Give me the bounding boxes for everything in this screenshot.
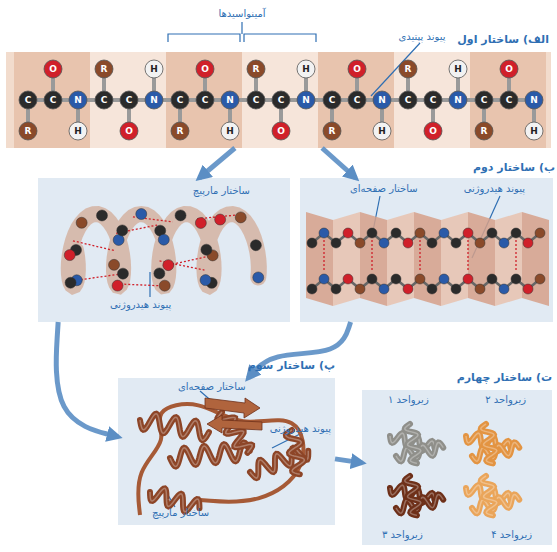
atom-symbol: H [525,122,543,140]
callout-label: پیوند هیدروژنی [464,182,525,195]
flow-arrow [335,459,362,463]
atom-symbol: C [475,91,493,109]
atom-symbol: C [500,91,518,109]
atom-symbol: N [297,91,315,109]
atom-symbol: R [323,122,341,140]
flow-arrow [56,322,118,437]
atom-symbol: C [348,91,366,109]
flow-arrow [248,322,350,378]
callout-label: زیرواحد ۲ [485,393,526,406]
atom-symbol: N [145,91,163,109]
callout-label: ساختار مارپیچ [193,184,250,197]
atom-symbol: C [323,91,341,109]
bracket [244,34,316,42]
flow-arrow [199,148,235,178]
atom-symbol: N [373,91,391,109]
atom-symbol: H [449,60,467,78]
atom-symbol: N [221,91,239,109]
atom-symbol: O [196,60,214,78]
atom-symbol: H [69,122,87,140]
atom-symbol: C [272,91,290,109]
atom-symbol: C [196,91,214,109]
atom-symbol: N [69,91,87,109]
atom-symbol: R [19,122,37,140]
atom-symbol: N [525,91,543,109]
atom-symbol: R [171,122,189,140]
atom-symbol: O [272,122,290,140]
callout-label: زیرواحد ۴ [491,528,532,541]
quaternary-panel: ت) ساختار چهارمزیرواحد ۱زیرواحد ۲زیرواحد… [362,390,552,545]
atom-symbol: R [475,122,493,140]
atom-symbol: H [373,122,391,140]
bracket [168,34,240,42]
callout-label: ساختار صفحه‌ای [350,182,418,195]
atom-symbol: R [247,60,265,78]
panel-heading: ب) ساختار دوم [473,161,555,174]
callout-label: زیرواحد ۳ [382,528,423,541]
sheet-panel: ساختار صفحه‌ای پیوند هیدروژنی [300,178,553,322]
helix-panel: ساختار مارپیچ پیوند هیدروژنی [38,178,290,322]
atom-symbol: R [95,60,113,78]
atom-symbol: C [44,91,62,109]
atom-symbol: C [247,91,265,109]
atom-symbol: H [221,122,239,140]
atom-symbol: O [120,122,138,140]
atom-symbol: O [44,60,62,78]
tertiary-panel: پ) ساختار سومساختار صفحه‌ایپیوند هیدروژن… [118,378,335,525]
atom-symbol: O [348,60,366,78]
bracket-label: آمینواسیدها [218,7,265,20]
panel-heading: ت) ساختار چهارم [457,371,552,384]
atom-symbol: R [399,60,417,78]
panel-heading: الف) ساختار اول [457,33,549,46]
callout-label: زیرواحد ۱ [388,393,429,406]
atom-symbol: C [120,91,138,109]
atom-symbol: C [424,91,442,109]
panel-heading: پ) ساختار سوم [248,359,335,372]
callout-label: پیوند هیدروژنی [270,422,331,435]
callout-label: پیوند پپتیدی [398,30,445,43]
atom-symbol: C [171,91,189,109]
atom-symbol: C [399,91,417,109]
atom-symbol: C [19,91,37,109]
bracket [241,22,242,34]
callout-label: پیوند هیدروژنی [110,298,171,311]
atom-symbol: N [449,91,467,109]
atom-symbol: H [145,60,163,78]
flow-arrow [322,148,356,178]
atom-symbol: H [297,60,315,78]
atom-symbol: O [500,60,518,78]
atom-symbol: O [424,122,442,140]
callout-label: ساختار صفحه‌ای [178,380,246,393]
callout-label: ساختار مارپیچ [152,506,209,519]
atom-symbol: C [95,91,113,109]
